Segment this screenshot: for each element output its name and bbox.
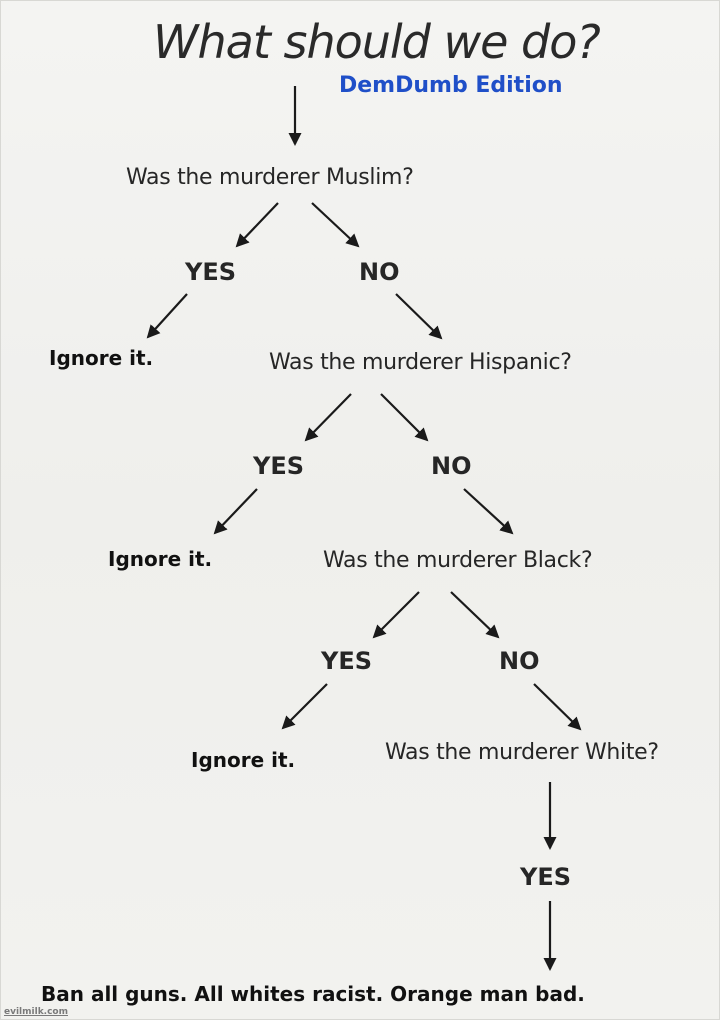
arrow-no3-to-q4 xyxy=(533,683,582,731)
arrow-q3-to-no xyxy=(450,591,500,639)
answer-yes-4: YES xyxy=(520,863,572,891)
question-muslim: Was the murderer Muslim? xyxy=(126,165,414,190)
answer-yes-3: YES xyxy=(321,647,373,675)
answer-no-2: NO xyxy=(431,452,472,480)
arrow-yes2-to-ignore xyxy=(213,488,258,535)
arrow-q3-to-yes xyxy=(372,591,420,639)
arrow-q2-to-yes xyxy=(304,393,352,442)
arrow-q1-to-no xyxy=(311,202,360,248)
arrow-no1-to-q2 xyxy=(395,293,443,340)
question-hispanic: Was the murderer Hispanic? xyxy=(269,350,572,375)
result-ignore-3: Ignore it. xyxy=(191,748,296,772)
chart-subtitle: DemDumb Edition xyxy=(339,73,563,98)
result-ignore-2: Ignore it. xyxy=(108,547,213,571)
result-ignore-1: Ignore it. xyxy=(49,346,154,370)
final-result: Ban all guns. All whites racist. Orange … xyxy=(41,982,585,1006)
watermark: evilmilk.com xyxy=(4,1007,68,1017)
answer-no-1: NO xyxy=(359,258,400,286)
answer-yes-1: YES xyxy=(185,258,237,286)
chart-title: What should we do? xyxy=(153,15,601,69)
arrow-yes1-to-ignore xyxy=(146,293,188,339)
question-black: Was the murderer Black? xyxy=(323,548,593,573)
arrow-no2-to-q3 xyxy=(463,488,514,535)
arrow-q2-to-no xyxy=(380,393,429,442)
answer-no-3: NO xyxy=(499,647,540,675)
arrow-yes3-to-ignore xyxy=(281,683,328,730)
answer-yes-2: YES xyxy=(253,452,305,480)
arrow-q1-to-yes xyxy=(235,202,279,248)
question-white: Was the murderer White? xyxy=(385,740,659,765)
